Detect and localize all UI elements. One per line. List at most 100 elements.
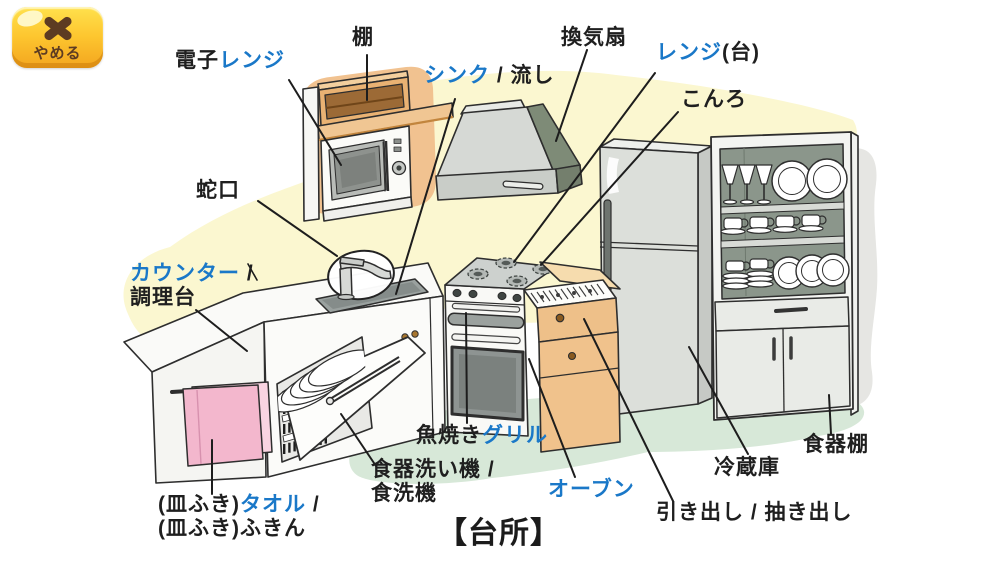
large-plates — [771, 158, 848, 202]
faucet-art — [337, 256, 392, 301]
label-line: こんろ — [681, 88, 747, 112]
leader-cupboard — [828, 394, 832, 435]
x-icon — [41, 14, 75, 42]
label-text: 調理台 — [130, 286, 196, 310]
sink-art — [315, 249, 429, 314]
label-faucet: 蛇口 — [196, 179, 240, 203]
label-counter: カウンター /調理台 — [130, 262, 254, 310]
quit-button[interactable]: やめる — [12, 7, 103, 68]
label-line: (皿ふき)タオル / — [158, 493, 320, 517]
label-text: (台) — [722, 41, 760, 64]
stove-knobs — [452, 288, 522, 303]
label-line: 換気扇 — [561, 26, 627, 50]
cup-row — [720, 214, 827, 235]
cabinet-knob — [411, 330, 419, 338]
label-dish-towel: (皿ふき)タオル /(皿ふき)ふきん — [158, 493, 320, 541]
leader-stove-burner — [540, 111, 679, 266]
label-text: タオル — [240, 493, 306, 516]
label-text: 冷蔵庫 — [714, 456, 780, 479]
leader-sink — [395, 98, 456, 295]
dish-towel-art — [170, 381, 273, 467]
label-text: 食器洗い機 / — [371, 458, 495, 481]
label-range-stand: レンジ(台) — [656, 41, 760, 65]
cupboard-art — [710, 131, 859, 421]
label-text: (皿ふき) — [158, 493, 240, 516]
label-microwave: 電子レンジ — [175, 49, 285, 73]
label-text: こんろ — [681, 88, 747, 111]
label-text: 食器棚 — [803, 433, 869, 456]
plates-in-rack — [277, 349, 372, 413]
standing-plates — [772, 253, 850, 290]
leader-microwave — [288, 79, 342, 166]
label-line: 食器棚 — [803, 433, 869, 457]
label-fish-grill: 魚焼きグリル — [416, 424, 548, 448]
label-stove-burner: こんろ — [681, 88, 747, 112]
leader-faucet — [257, 200, 338, 257]
microwave-shelf-art — [302, 70, 454, 222]
leader-lines — [195, 49, 832, 502]
label-dishwasher: 食器洗い機 /食洗機 — [371, 458, 495, 506]
label-text: カウンター — [130, 262, 240, 285]
label-line: レンジ(台) — [656, 41, 760, 65]
label-line: カウンター / — [130, 262, 254, 286]
quit-button-label: やめる — [33, 45, 82, 62]
label-text: レンジ — [219, 49, 285, 72]
label-text: シンク — [424, 64, 490, 87]
label-line: 蛇口 — [196, 179, 240, 203]
label-text: グリル — [482, 424, 548, 447]
drawer-knob — [567, 351, 577, 361]
label-text: / — [306, 493, 320, 516]
label-line: 冷蔵庫 — [714, 456, 780, 480]
label-cupboard: 食器棚 — [803, 433, 869, 457]
label-line: 引き出し / 抽き出し — [656, 501, 853, 525]
label-text: 魚焼き — [416, 424, 482, 447]
wall-corner-line — [247, 263, 258, 281]
range-cart-art — [523, 261, 621, 453]
label-text: 食洗機 — [371, 482, 437, 506]
leader-dishwasher — [340, 413, 377, 467]
leader-fish-grill — [465, 312, 468, 424]
label-line: 棚 — [352, 26, 374, 50]
leader-drawer — [583, 318, 674, 502]
label-text: 換気扇 — [561, 26, 627, 49]
label-text: / — [240, 262, 254, 285]
leader-range-stand — [513, 72, 656, 263]
label-text: 蛇口 — [196, 179, 240, 202]
door-handle-cap — [325, 396, 335, 406]
label-oven: オーブン — [548, 478, 635, 502]
label-text: 引き出し / 抽き出し — [656, 501, 853, 524]
label-line: 魚焼きグリル — [416, 424, 548, 448]
label-refrigerator: 冷蔵庫 — [714, 456, 780, 480]
range-hood-art — [435, 99, 583, 201]
label-line: (皿ふき)ふきん — [158, 517, 320, 541]
label-text: (皿ふき)ふきん — [158, 517, 306, 541]
label-shelf: 棚 — [352, 26, 374, 50]
wine-glasses — [721, 164, 773, 205]
leader-ventilation-fan — [555, 49, 588, 142]
stacked-dishes — [722, 258, 775, 290]
label-text: オーブン — [548, 478, 635, 501]
label-drawer: 引き出し / 抽き出し — [656, 501, 853, 525]
drawer-knob — [555, 313, 565, 323]
label-line: オーブン — [548, 478, 635, 502]
hood-vent — [503, 181, 543, 189]
page-title: 【台所】 — [437, 517, 561, 550]
label-line: 食洗機 — [371, 482, 495, 506]
label-text: レンジ — [656, 41, 722, 64]
label-sink: シンク / 流し — [424, 64, 555, 88]
stove-art — [444, 257, 557, 437]
label-ventilation-fan: 換気扇 — [561, 26, 627, 50]
leader-counter — [195, 309, 248, 352]
leader-oven — [528, 358, 576, 478]
label-line: 食器洗い機 / — [371, 458, 495, 482]
label-text: 電子 — [175, 49, 219, 72]
label-line: 調理台 — [130, 286, 254, 310]
label-line: 電子レンジ — [175, 49, 285, 73]
leader-refrigerator — [688, 346, 749, 455]
label-line: シンク / 流し — [424, 64, 555, 88]
label-text: / 流し — [490, 64, 555, 87]
cupboard-drawer — [714, 296, 850, 332]
dishwasher-art — [276, 336, 426, 463]
